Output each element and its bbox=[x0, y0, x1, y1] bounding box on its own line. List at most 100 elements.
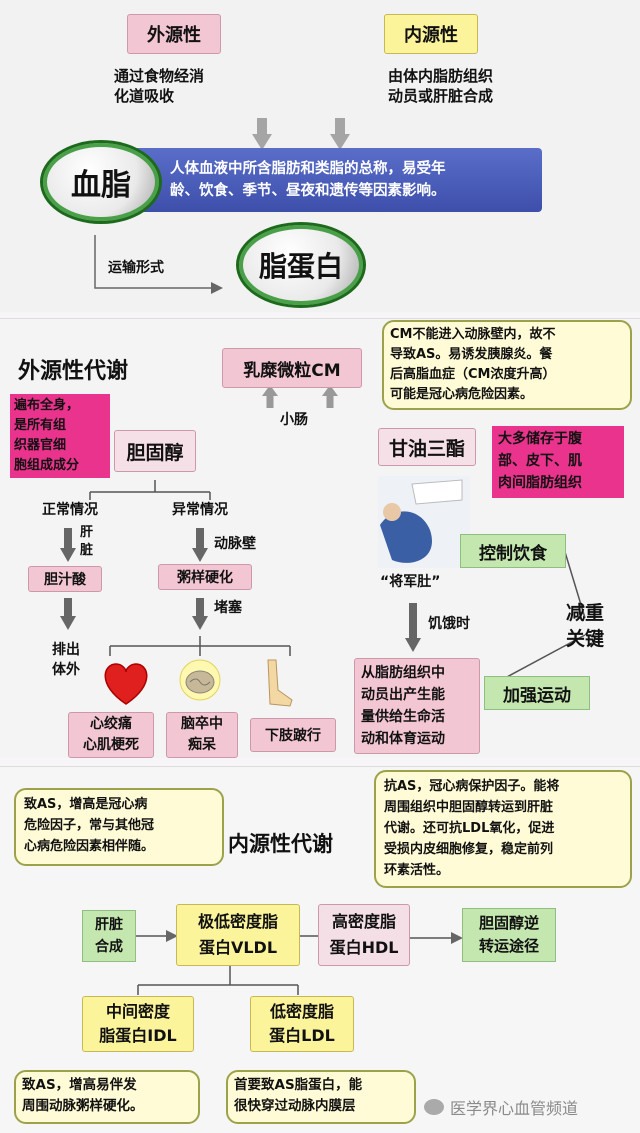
text-line: 动员或肝脏合成 bbox=[388, 87, 494, 105]
text-line: 肝 bbox=[80, 525, 94, 540]
idl-box: 中间密度 脂蛋白IDL bbox=[82, 996, 194, 1052]
text-line: 人体血液中所含脂肪和类脂的总称，易受年 bbox=[170, 161, 446, 177]
text-line: 受损内皮细胞修复，稳定前列 bbox=[384, 842, 554, 857]
text-line: 通过食物经消 bbox=[114, 67, 205, 85]
text-line: 心病危险因素相伴随。 bbox=[24, 839, 155, 854]
text-line: 痴呆 bbox=[188, 737, 216, 753]
text-line: 首要致AS脂蛋白，能 bbox=[234, 1077, 363, 1093]
hunger-label: 饥饿时 bbox=[428, 616, 470, 632]
text-line: 大多储存于腹 bbox=[498, 431, 582, 447]
text-line: 心肌梗死 bbox=[83, 737, 139, 753]
text-line: 高密度脂 bbox=[331, 912, 396, 931]
text-line: 致AS，增高易伴发 bbox=[22, 1077, 137, 1093]
text-line: 很快穿过动脉内膜层 bbox=[234, 1098, 356, 1114]
text-line: 蛋白VLDL bbox=[198, 938, 278, 957]
outcome-claudication: 下肢跛行 bbox=[250, 718, 336, 752]
normal-condition-label: 正常情况 bbox=[42, 502, 98, 518]
hdl-box: 高密度脂 蛋白HDL bbox=[318, 904, 410, 966]
text-line: 致AS，增高是冠心病 bbox=[24, 797, 148, 812]
excrete-label: 排出 体外 bbox=[52, 640, 102, 680]
text-line: 动员出产生能 bbox=[361, 687, 445, 703]
text-line: 中间密度 bbox=[105, 1002, 170, 1021]
text-line: 脂蛋白IDL bbox=[99, 1026, 177, 1045]
text-line: 抗AS，冠心病保护因子。能将 bbox=[384, 779, 560, 794]
vldl-callout: 致AS，增高是冠心病 危险因子，常与其他冠 心病危险因素相伴随。 bbox=[14, 788, 224, 866]
text-line: 关键 bbox=[566, 628, 605, 650]
exogenous-metabolism-title: 外源性代谢 bbox=[18, 359, 129, 384]
vldl-box: 极低密度脂 蛋白VLDL bbox=[176, 904, 300, 966]
text-line: 动和体育运动 bbox=[361, 731, 445, 747]
endogenous-label: 内源性 bbox=[384, 14, 478, 54]
abnormal-condition-label: 异常情况 bbox=[172, 502, 228, 518]
text-line: 部、皮下、肌 bbox=[498, 453, 582, 469]
lipoprotein-circle: 脂蛋白 bbox=[236, 222, 366, 308]
text-line: 织器官细 bbox=[14, 438, 67, 453]
reverse-transport-box: 胆固醇逆 转运途径 bbox=[462, 908, 556, 962]
text-line: 从脂肪组织中 bbox=[361, 665, 445, 681]
text-line: 环素活性。 bbox=[384, 863, 450, 878]
text-line: 低密度脂 bbox=[269, 1002, 334, 1021]
hdl-callout: 抗AS，冠心病保护因子。能将 周围组织中胆固醇转运到肝脏 代谢。还可抗LDL氧化… bbox=[374, 770, 632, 888]
watermark-text: 医学界心血管频道 bbox=[450, 1099, 579, 1118]
exogenous-label: 外源性 bbox=[127, 14, 221, 54]
atherosclerosis-box: 粥样硬化 bbox=[158, 564, 252, 590]
text-line: 肉间脂肪组织 bbox=[498, 475, 582, 491]
text-line: 脑卒中 bbox=[181, 716, 223, 732]
cholesterol-note: 遍布全身， 是所有组 织器官细 胞组成成分 bbox=[10, 394, 110, 478]
liver-synthesis-box: 肝脏 合成 bbox=[82, 910, 136, 962]
leg-icon bbox=[267, 659, 293, 707]
bile-acid-box: 胆汁酸 bbox=[28, 566, 102, 592]
blood-lipid-definition: 人体血液中所含脂肪和类脂的总称，易受年 龄、饮食、季节、昼夜和遗传等因素影响。 bbox=[120, 148, 542, 212]
text-line: 导致AS。易诱发胰腺炎。餐 bbox=[390, 347, 553, 362]
endogenous-metabolism-title: 内源性代谢 bbox=[228, 832, 333, 856]
text-line: 肝脏 bbox=[95, 917, 123, 933]
text-line: 心绞痛 bbox=[90, 716, 132, 732]
text-line: 蛋白LDL bbox=[269, 1026, 335, 1045]
text-line: 脏 bbox=[80, 543, 94, 558]
belly-illustration-icon bbox=[378, 476, 470, 568]
text-line: 龄、饮食、季节、昼夜和遗传等因素影响。 bbox=[170, 183, 446, 199]
chylomicron-callout: CM不能进入动脉壁内，故不 导致AS。易诱发胰腺炎。餐 后高脂血症（CM浓度升高… bbox=[382, 320, 632, 410]
text-line: 胆固醇逆 bbox=[478, 914, 539, 932]
text-line: 极低密度脂 bbox=[197, 912, 278, 931]
general-belly-label: “将军肚” bbox=[380, 574, 441, 590]
text-line: 后高脂血症（CM浓度升高） bbox=[390, 367, 556, 382]
blockage-label: 堵塞 bbox=[214, 600, 242, 616]
weight-loss-key-label: 减重 关键 bbox=[566, 600, 626, 652]
watermark: 医学界心血管频道 bbox=[424, 1094, 634, 1120]
transport-form-label: 运输形式 bbox=[108, 260, 164, 276]
exercise-box: 加强运动 bbox=[484, 676, 590, 710]
ldl-note: 首要致AS脂蛋白，能 很快穿过动脉内膜层 bbox=[226, 1070, 416, 1124]
text-line: 体外 bbox=[52, 662, 80, 678]
artery-wall-label: 动脉壁 bbox=[214, 536, 256, 552]
exogenous-description: 通过食物经消 化道吸收 bbox=[114, 66, 254, 106]
endogenous-description: 由体内脂肪组织 动员或肝脏合成 bbox=[388, 66, 548, 106]
small-intestine-label: 小肠 bbox=[280, 412, 308, 428]
text-line: 由体内脂肪组织 bbox=[388, 67, 494, 85]
text-line: 周围动脉粥样硬化。 bbox=[22, 1098, 144, 1114]
liver-label: 肝 脏 bbox=[80, 524, 100, 560]
chylomicron-box: 乳糜微粒CM bbox=[222, 348, 362, 388]
text-line: 代谢。还可抗LDL氧化，促进 bbox=[384, 821, 555, 836]
text-line: 量供给生命活 bbox=[361, 709, 445, 725]
text-line: 蛋白HDL bbox=[329, 938, 399, 957]
fat-mobilization-box: 从脂肪组织中 动员出产生能 量供给生命活 动和体育运动 bbox=[354, 658, 480, 754]
text-line: 排出 bbox=[52, 642, 80, 658]
idl-note: 致AS，增高易伴发 周围动脉粥样硬化。 bbox=[14, 1070, 200, 1124]
brain-icon bbox=[179, 659, 221, 701]
text-line: 可能是冠心病危险因素。 bbox=[390, 387, 534, 402]
cholesterol-box: 胆固醇 bbox=[114, 430, 196, 472]
text-line: 危险因子，常与其他冠 bbox=[24, 818, 155, 833]
text-line: 化道吸收 bbox=[114, 87, 175, 105]
triglyceride-box: 甘油三酯 bbox=[378, 428, 476, 466]
outcome-angina-infarction: 心绞痛 心肌梗死 bbox=[68, 712, 154, 758]
text-line: 胞组成成分 bbox=[14, 458, 80, 473]
text-line: 合成 bbox=[95, 939, 123, 955]
wechat-icon bbox=[424, 1099, 444, 1115]
ldl-box: 低密度脂 蛋白LDL bbox=[250, 996, 354, 1052]
text-line: 是所有组 bbox=[14, 418, 67, 433]
text-line: 遍布全身， bbox=[14, 398, 80, 413]
text-line: 转运途径 bbox=[478, 937, 539, 955]
